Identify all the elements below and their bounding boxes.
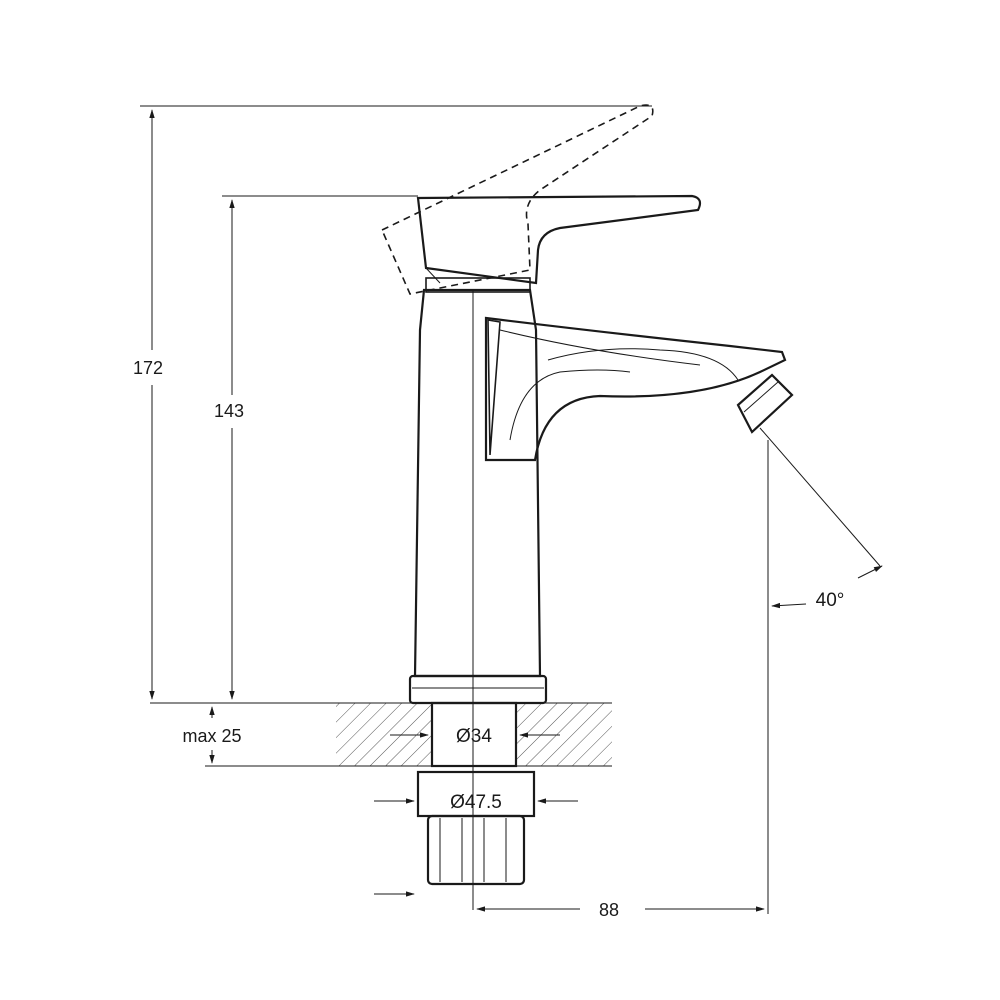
faucet-body	[380, 104, 794, 910]
handle-collar	[425, 277, 531, 293]
lever-handle-open	[380, 104, 654, 295]
shank-through-hole	[430, 701, 518, 768]
dim-25-label: max 25	[182, 726, 241, 746]
dim-47-label: Ø47.5	[450, 792, 502, 813]
spout-contour-lower	[509, 369, 631, 441]
spout-contour-upper	[499, 329, 701, 366]
angle-arrow-lower	[771, 602, 807, 609]
dimension-hole-diameter: Ø34	[390, 726, 560, 747]
faucet-column	[413, 288, 542, 678]
dimension-thread-diameter: Ø47.5	[374, 792, 578, 813]
dimension-body-height: 143	[214, 195, 418, 700]
faucet-spout	[484, 316, 787, 462]
dim-172-label: 172	[133, 358, 163, 378]
spout-inner-facet	[487, 319, 501, 456]
faucet-base-ring	[408, 674, 548, 705]
shank-thread	[426, 814, 526, 886]
spout-aerator	[736, 373, 794, 434]
dim-143-label: 143	[214, 401, 244, 421]
dim-88-label: 88	[599, 900, 619, 920]
spout-contour-mid	[547, 348, 739, 381]
dimension-total-height: 172	[133, 105, 652, 700]
angle-ray	[759, 427, 881, 567]
dim-34-label: Ø34	[456, 726, 492, 747]
dimension-spout-reach: 88	[374, 440, 769, 920]
dimension-angle: 40°	[759, 427, 883, 611]
lever-handle-closed	[416, 194, 702, 285]
dimension-max-thickness: max 25	[182, 706, 242, 764]
aerator-ring	[743, 381, 779, 413]
lever-edge-detail	[425, 267, 441, 284]
shank-assembly	[416, 701, 536, 886]
angle-arrow-upper	[857, 565, 883, 579]
angle-40-label: 40°	[816, 590, 845, 611]
